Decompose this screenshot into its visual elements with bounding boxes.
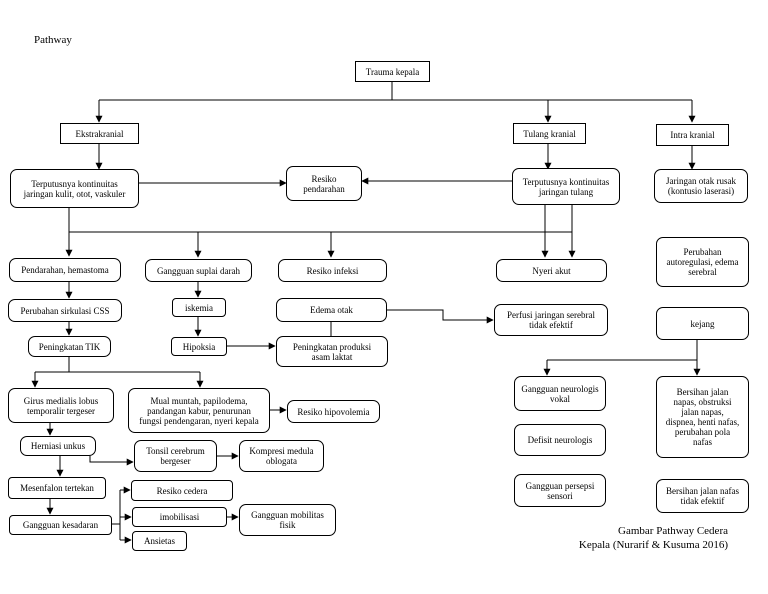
- node-label: Tonsil cerebrum bergeser: [146, 446, 205, 466]
- node-label: Tulang kranial: [523, 128, 576, 139]
- node-hipoksia: Hipoksia: [171, 337, 227, 356]
- node-mesenfalon: Mesenfalon tertekan: [8, 477, 106, 499]
- node-bersihan-tidak-efektif: Bersihan jalan nafas tidak efektif: [656, 479, 749, 513]
- node-label: Gangguan suplai darah: [157, 265, 240, 276]
- node-perubahan-css: Perubahan sirkulasi CSS: [8, 299, 122, 322]
- node-gangguan-suplai: Gangguan suplai darah: [145, 259, 252, 282]
- node-label: kejang: [690, 318, 715, 329]
- node-label: Kompresi medula oblogata: [249, 446, 314, 466]
- node-label: Resiko pendarahan: [303, 173, 345, 194]
- node-intra-kranial: Intra kranial: [656, 124, 729, 146]
- node-perfusi-jaringan: Perfusi jaringan serebral tidak efektif: [494, 304, 608, 336]
- node-label: imobilisasi: [159, 512, 200, 522]
- node-label: Perfusi jaringan serebral tidak efektif: [507, 310, 595, 330]
- node-resiko-perdarahan: Resiko pendarahan: [286, 166, 362, 201]
- node-label: Herniasi unkus: [30, 441, 86, 451]
- node-label: Mual muntah, papilodema, pandangan kabur…: [139, 395, 259, 426]
- node-kompresi-medula: Kompresi medula oblogata: [239, 440, 324, 472]
- node-label: Gangguan kesadaran: [22, 520, 99, 530]
- node-label: Girus medialis lobus temporalir tergeser: [23, 395, 99, 416]
- node-label: Jaringan otak rusak (kontusio laserasi): [666, 176, 736, 196]
- node-label: iskemia: [185, 302, 213, 313]
- node-edema-otak: Edema otak: [276, 298, 387, 322]
- node-perubahan-autoregulasi: Perubahan autoregulasi, edema serebral: [656, 237, 749, 287]
- node-iskemia: iskemia: [172, 298, 226, 317]
- node-kejang: kejang: [656, 307, 749, 340]
- node-label: Ansietas: [144, 536, 175, 546]
- figure-caption: Gambar Pathway Cedera Kepala (Nurarif & …: [578, 525, 728, 551]
- node-perdarahan-hematoma: Pendarahan, hemastoma: [9, 258, 121, 282]
- node-bersihan-detail: Bersihan jalan napas, obstruksi jalan na…: [656, 376, 749, 458]
- node-label: Bersihan jalan nafas tidak efektif: [666, 486, 739, 506]
- node-label: Bersihan jalan napas, obstruksi jalan na…: [665, 387, 740, 447]
- node-label: Resiko infeksi: [306, 265, 359, 276]
- node-jaringan-otak: Jaringan otak rusak (kontusio laserasi): [654, 169, 748, 203]
- node-gangguan-mobilitas: Gangguan mobilitas fisik: [239, 504, 336, 536]
- node-label: Trauma kepala: [365, 66, 420, 77]
- node-resiko-cedera: Resiko cedera: [131, 480, 233, 501]
- node-imobilisasi: imobilisasi: [132, 507, 227, 527]
- node-label: Gangguan neurologis vokal: [521, 383, 599, 404]
- node-label: Mesenfalon tertekan: [20, 483, 94, 493]
- node-resiko-infeksi: Resiko infeksi: [278, 259, 387, 282]
- node-trauma-kepala: Trauma kepala: [355, 61, 430, 82]
- node-label: Pendarahan, hemastoma: [21, 265, 109, 275]
- node-tulang-kranial: Tulang kranial: [513, 123, 586, 144]
- node-label: Edema otak: [310, 305, 353, 315]
- node-ekstrakranial: Ekstrakranial: [60, 123, 139, 144]
- node-peningkatan-tik: Peningkatan TIK: [28, 336, 111, 357]
- node-label: Peningkatan produksi asam laktat: [292, 341, 372, 362]
- node-label: Peningkatan TIK: [38, 341, 101, 352]
- node-tonsil-cerebrum: Tonsil cerebrum bergeser: [134, 440, 217, 472]
- node-label: Defisit neurologis: [527, 435, 593, 445]
- node-label: Perubahan sirkulasi CSS: [20, 305, 110, 316]
- node-gangguan-persepsi: Gangguan persepsi sensori: [514, 474, 606, 507]
- node-mual-muntah: Mual muntah, papilodema, pandangan kabur…: [128, 388, 270, 433]
- node-label: Resiko cedera: [156, 485, 208, 496]
- node-asam-laktat: Peningkatan produksi asam laktat: [276, 336, 388, 367]
- node-label: Resiko hipovolemia: [297, 406, 370, 417]
- node-gangguan-neurologis-vokal: Gangguan neurologis vokal: [514, 376, 606, 411]
- node-label: Hipoksia: [182, 341, 216, 352]
- node-label: Gangguan mobilitas fisik: [251, 510, 324, 530]
- node-defisit-neurologis: Defisit neurologis: [514, 424, 606, 456]
- node-label: Terputusnya kontinuitas jaringan tulang: [522, 176, 610, 197]
- node-terputus-kulit: Terputusnya kontinuitas jaringan kulit, …: [10, 169, 139, 208]
- node-girus-medialis: Girus medialis lobus temporalir tergeser: [8, 388, 114, 423]
- node-label: Nyeri akut: [532, 265, 571, 276]
- node-resiko-hipovolemia: Resiko hipovolemia: [287, 400, 380, 423]
- node-nyeri-akut: Nyeri akut: [496, 259, 607, 282]
- node-terputus-tulang: Terputusnya kontinuitas jaringan tulang: [512, 168, 620, 205]
- node-label: Ekstrakranial: [75, 128, 124, 139]
- node-label: Terputusnya kontinuitas jaringan kulit, …: [23, 178, 126, 199]
- node-label: Perubahan autoregulasi, edema serebral: [666, 247, 739, 277]
- node-herniasi-unkus: Herniasi unkus: [20, 436, 96, 456]
- node-label: Gangguan persepsi sensori: [525, 480, 595, 501]
- page-title: Pathway: [34, 34, 72, 46]
- node-label: Intra kranial: [670, 130, 715, 140]
- node-gangguan-kesadaran: Gangguan kesadaran: [9, 515, 112, 535]
- node-ansietas: Ansietas: [132, 531, 187, 551]
